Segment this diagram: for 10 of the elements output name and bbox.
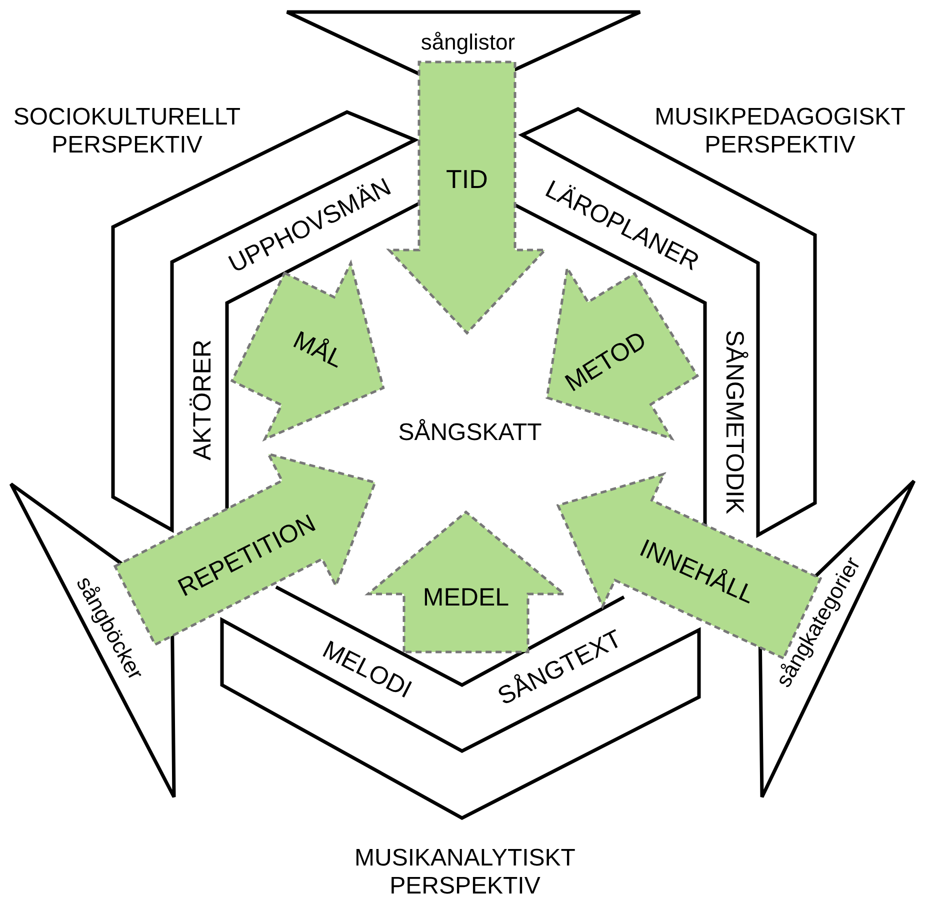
pointer-label: MEDEL bbox=[422, 584, 510, 612]
perspective-heading: SOCIOKULTURELLT PERSPEKTIV bbox=[12, 103, 242, 159]
pointer-label: MÅL bbox=[288, 326, 348, 374]
perspective-heading: MUSIKANALYTISKT PERSPEKTIV bbox=[354, 844, 576, 900]
center-label: SÅNGSKATT bbox=[398, 419, 542, 447]
band-label: SÅNGMETODIK bbox=[720, 330, 748, 514]
triangle-label: sånglistor bbox=[420, 29, 516, 55]
perspective-heading: MUSIKPEDAGOGISKT PERSPEKTIV bbox=[654, 103, 906, 159]
pointer-label: TID bbox=[446, 165, 488, 195]
band-label: AKTÖRER bbox=[188, 340, 218, 460]
